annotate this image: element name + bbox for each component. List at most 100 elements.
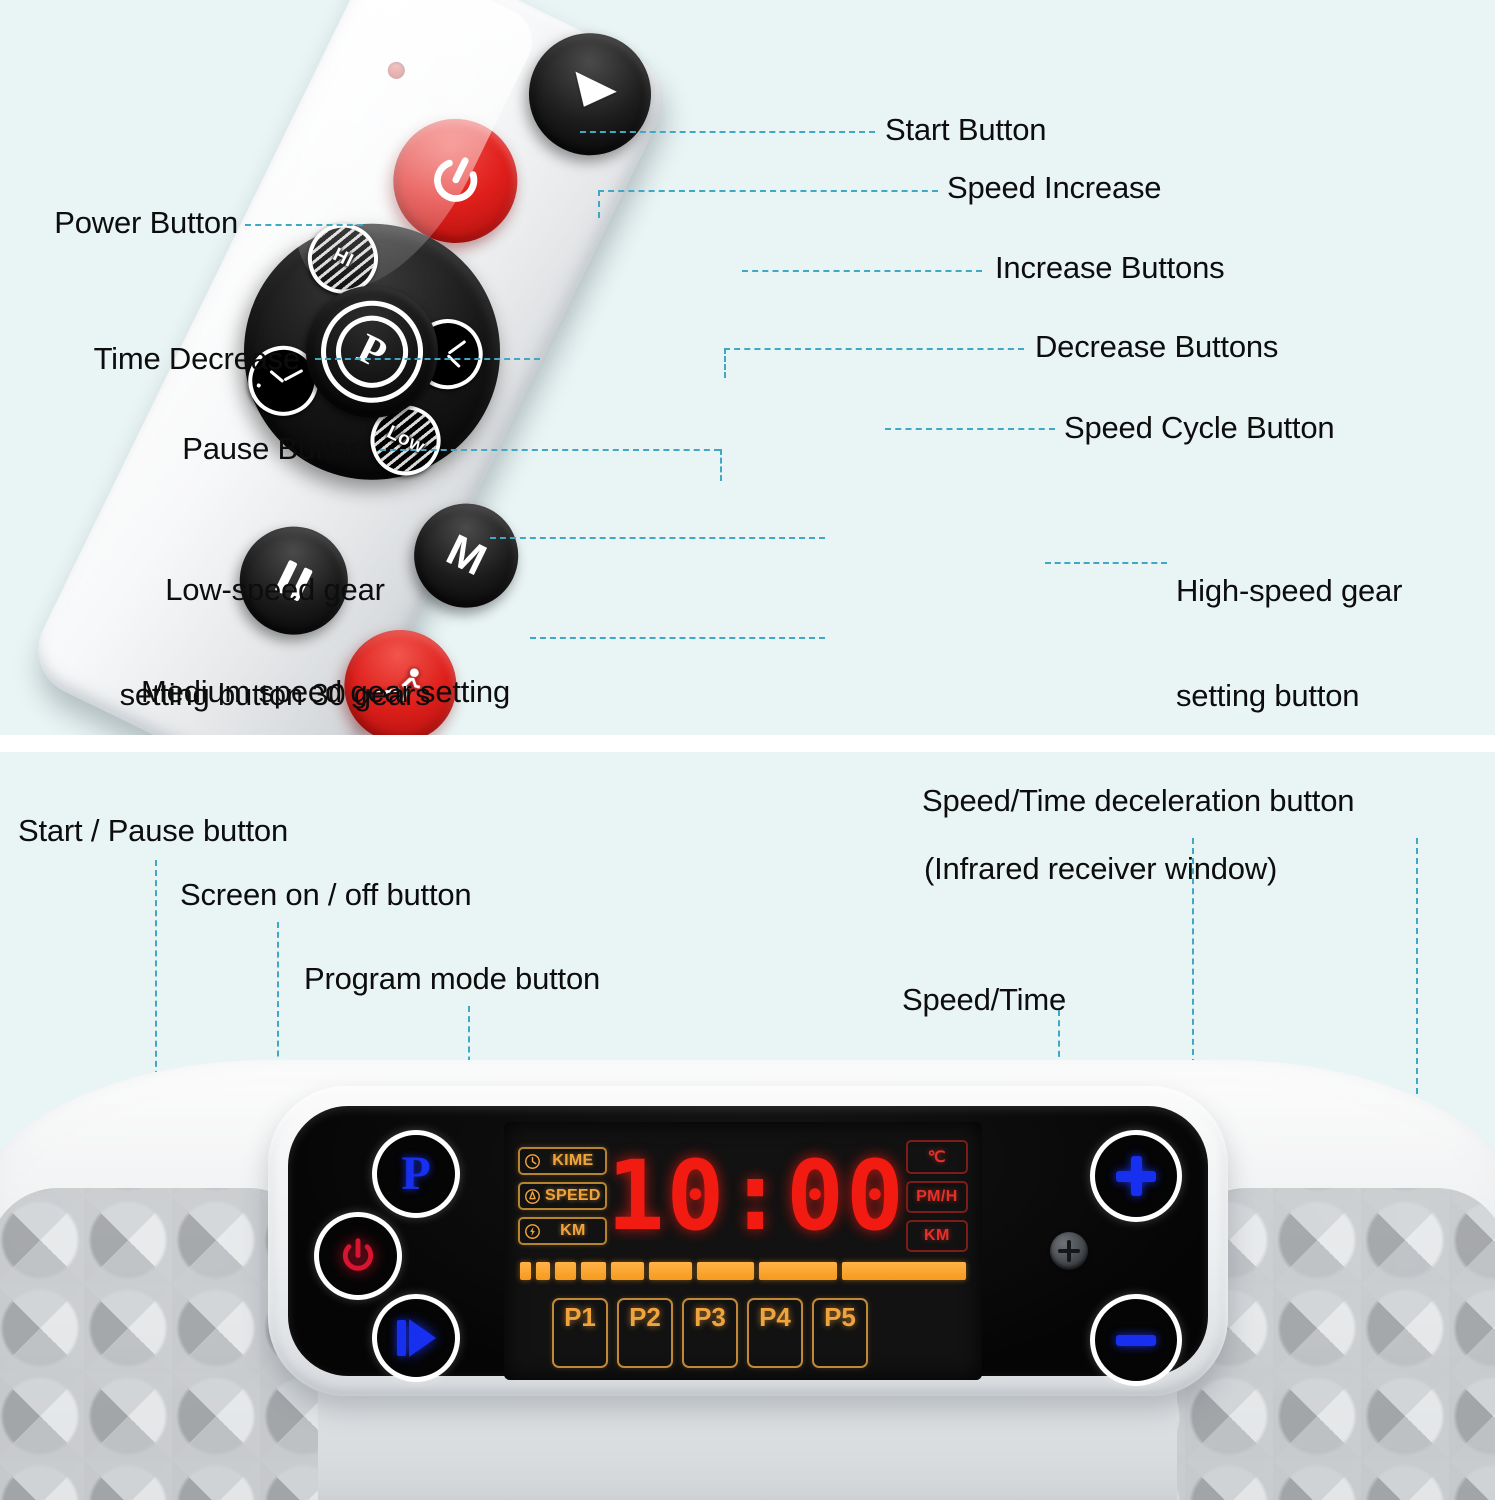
lcd-display: KIME SPEED: [504, 1122, 982, 1380]
progress-segment: [520, 1262, 531, 1280]
play-pause-icon: [396, 1319, 436, 1357]
power-icon: [415, 141, 495, 221]
indicator-speed: SPEED: [518, 1182, 607, 1210]
clock-icon: [524, 1153, 541, 1170]
lcd-main-row: KIME SPEED: [518, 1140, 968, 1252]
indicator-celsius: ℃: [905, 1140, 968, 1174]
connector-decel-v: [1192, 838, 1194, 1276]
preset-button[interactable]: P3: [682, 1298, 738, 1368]
label-medium-speed-gear: Medium speed gear setting button 60 gear…: [50, 606, 510, 735]
label-speed-increase: Speed Increase: [947, 170, 1162, 205]
screw-cross-icon: [1058, 1240, 1080, 1262]
label-program-mode-button: Program mode button: [304, 961, 601, 996]
console-speed-time-decrease-button[interactable]: [1090, 1294, 1182, 1386]
console-start-pause-button[interactable]: [372, 1294, 460, 1382]
connector-low-gear: [490, 537, 825, 539]
led-indicator-icon: [384, 59, 408, 82]
console-screen-on-off-button[interactable]: [314, 1212, 402, 1300]
walking-person-icon: [364, 650, 436, 722]
connector-speed-cycle: [885, 428, 1055, 430]
remote-low-gear-30-button[interactable]: [325, 611, 476, 735]
label-decrease-buttons: Decrease Buttons: [1035, 329, 1279, 364]
remote-control-device: HI: [0, 0, 984, 735]
label-high-speed-gear-line1: High-speed gear: [1176, 573, 1403, 609]
indicator-km-right: KM: [905, 1220, 968, 1252]
connector-increase-buttons: [742, 270, 982, 272]
label-speed-cycle-button: Speed Cycle Button: [1064, 410, 1335, 445]
preset-button[interactable]: P4: [747, 1298, 803, 1368]
label-decel-button-line1: Speed/Time deceleration button: [922, 783, 1355, 818]
label-medium-speed-gear-line1: Medium speed gear setting: [141, 674, 510, 710]
label-decel-button-line2: (Infrared receiver window): [924, 851, 1278, 886]
power-icon: [337, 1235, 379, 1277]
label-start-button: Start Button: [885, 112, 1047, 147]
progress-segment: [555, 1262, 576, 1280]
console-panel: Start / Pause button Screen on / off but…: [0, 752, 1495, 1500]
label-start-pause-button: Start / Pause button: [18, 813, 289, 848]
speed-gauge-icon: [524, 1188, 541, 1205]
connector-decrease-buttons: [724, 348, 1024, 350]
progress-segment: [611, 1262, 644, 1280]
triangle-down-icon: [563, 71, 617, 117]
label-high-speed-gear-line2: setting button: [1176, 677, 1360, 713]
connector-speed-increase-v: [598, 190, 600, 218]
indicator-speed-label: SPEED: [545, 1187, 601, 1204]
label-accel-button-line1: Speed/Time: [902, 982, 1066, 1018]
console-face: P: [288, 1106, 1208, 1386]
label-time-decrease: Time Decrease: [93, 341, 301, 376]
progress-segment: [648, 1262, 693, 1280]
progress-segment: [697, 1262, 754, 1280]
connector-high-gear: [1045, 562, 1167, 564]
foot-massage-pad-left: [0, 1188, 318, 1500]
p-outer-ring-icon: P: [303, 283, 441, 420]
connector-power: [245, 224, 363, 226]
console-speed-time-increase-button[interactable]: [1090, 1130, 1182, 1222]
indicator-km: KM: [518, 1217, 607, 1245]
connector-medium-gear: [530, 637, 825, 639]
indicator-km-label: KM: [560, 1222, 586, 1239]
remote-body: HI: [22, 0, 679, 735]
p-label: P: [323, 303, 421, 400]
remote-start-button[interactable]: [508, 12, 672, 176]
progress-segment: [842, 1262, 966, 1280]
pyramid-texture-icon: [0, 1188, 318, 1500]
label-low-speed-gear-line2: setting button 30 gears: [119, 676, 431, 712]
console-program-mode-button[interactable]: P: [372, 1130, 460, 1218]
minus-icon: [1114, 1318, 1158, 1362]
control-console: P: [268, 1086, 1228, 1396]
progress-bar: [520, 1260, 966, 1282]
label-screen-on-off-button: Screen on / off button: [180, 877, 472, 912]
time-readout: 10:00: [606, 1140, 906, 1252]
progress-segment: [580, 1262, 606, 1280]
connector-pause: [380, 449, 720, 451]
lcd-indicators-right: ℃ PM/H KM: [905, 1140, 968, 1252]
remote-power-button[interactable]: [372, 98, 539, 264]
label-pause-button: Pause Button: [182, 431, 366, 466]
pyramid-texture-icon: [1177, 1188, 1495, 1500]
lcd-indicators-left: KIME SPEED: [518, 1147, 607, 1245]
vibration-plate-machine: P: [0, 1012, 1495, 1500]
progress-segment: [535, 1262, 551, 1280]
label-power-button: Power Button: [54, 205, 238, 240]
indicator-kime-label: KIME: [552, 1152, 594, 1169]
indicator-kime: KIME: [518, 1147, 607, 1175]
label-low-speed-gear: Low-speed gear setting button 30 gears: [80, 504, 470, 735]
connector-speed-increase: [598, 190, 938, 192]
preset-button[interactable]: P1: [552, 1298, 608, 1368]
connector-decrease-buttons-v: [724, 348, 726, 378]
label-high-speed-gear: High-speed gear setting button 90 gears.: [1176, 505, 1402, 735]
remote-control-panel: HI: [0, 0, 1495, 735]
program-p-label: P: [401, 1147, 431, 1200]
connector-start: [580, 131, 875, 133]
connector-time-decrease: [315, 358, 540, 360]
indicator-pmh: PM/H: [905, 1181, 968, 1213]
preset-button[interactable]: P2: [617, 1298, 673, 1368]
plus-icon: [1114, 1154, 1158, 1198]
connector-minus-v: [1416, 838, 1418, 1344]
infrared-receiver-window: [1050, 1232, 1088, 1270]
remote-program-button[interactable]: P: [283, 263, 461, 441]
hi-label: HI: [329, 244, 357, 272]
preset-button[interactable]: P5: [812, 1298, 868, 1368]
